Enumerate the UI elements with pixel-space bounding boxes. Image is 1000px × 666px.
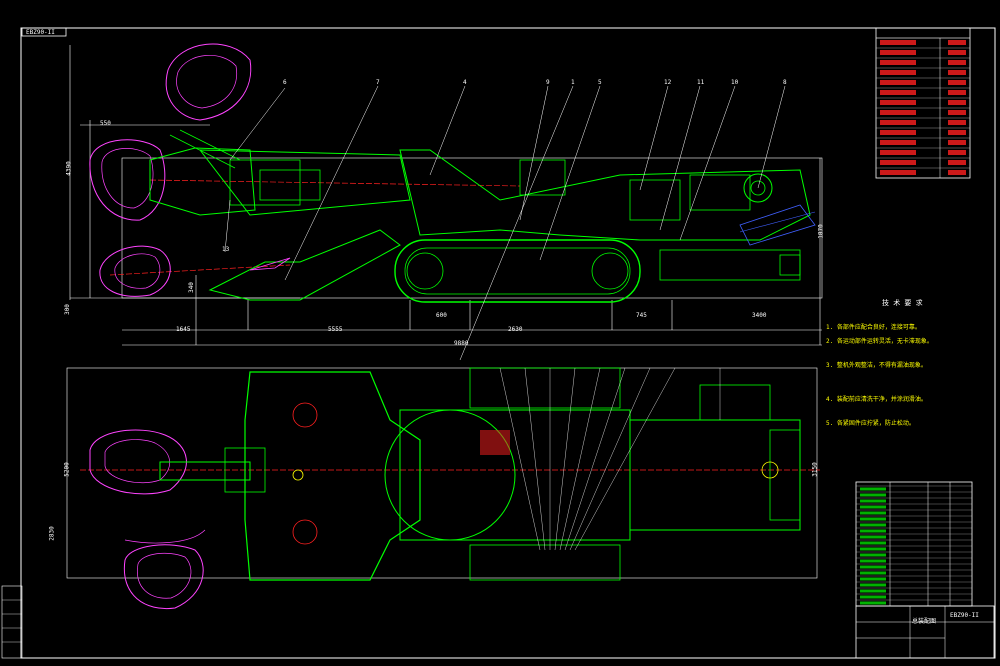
callout-13: 13 bbox=[222, 246, 230, 253]
title-block-name: EBZ90-II bbox=[950, 612, 979, 619]
dim-600: 600 bbox=[436, 312, 447, 319]
callout-6: 6 bbox=[283, 79, 287, 86]
parts-row-text bbox=[860, 541, 886, 545]
tech-note-4: 4. 装配前应清洗干净，并涂润滑油。 bbox=[826, 396, 927, 403]
dim-550: 550 bbox=[100, 120, 111, 127]
parts-row-text bbox=[860, 517, 886, 521]
parts-row-text bbox=[860, 601, 886, 605]
spec-row-value bbox=[948, 50, 966, 55]
tech-note-1: 1. 各部件应配合良好，连接可靠。 bbox=[826, 324, 921, 331]
spec-row-value bbox=[948, 70, 966, 75]
corner-tag-box bbox=[21, 27, 67, 37]
callout-10: 10 bbox=[731, 79, 739, 86]
callout-4: 4 bbox=[463, 79, 467, 86]
parts-row-text bbox=[860, 529, 886, 533]
spec-row-label bbox=[880, 160, 916, 165]
tech-note-5: 5. 各紧固件应拧紧，防止松动。 bbox=[826, 420, 915, 427]
side-view bbox=[69, 43, 823, 361]
spec-row-label bbox=[880, 120, 916, 125]
parts-row-text bbox=[860, 493, 886, 497]
drawing-border bbox=[20, 27, 996, 659]
parts-row-text bbox=[860, 511, 886, 515]
callout-5: 5 bbox=[598, 79, 602, 86]
callout-1: 1 bbox=[571, 79, 575, 86]
spec-row-label bbox=[880, 70, 916, 75]
corner-tag: EBZ90-II bbox=[26, 29, 55, 36]
dim-745: 745 bbox=[636, 312, 647, 319]
spec-row-value bbox=[948, 130, 966, 135]
spec-row-value bbox=[948, 90, 966, 95]
title-block-title: 总装配图 bbox=[912, 618, 937, 625]
parts-row-text bbox=[860, 553, 886, 557]
parts-row-text bbox=[860, 565, 886, 569]
dim-1870: 1870 bbox=[817, 224, 825, 239]
spec-row-value bbox=[948, 40, 966, 45]
spec-row-label bbox=[880, 140, 916, 145]
title-block bbox=[855, 605, 995, 659]
dim-3400: 3400 bbox=[752, 312, 767, 319]
parts-row-text bbox=[860, 571, 886, 575]
spec-row-label bbox=[880, 130, 916, 135]
parts-row-text bbox=[860, 505, 886, 509]
spec-row-label bbox=[880, 100, 916, 105]
spec-row-value bbox=[948, 110, 966, 115]
left-revision-block bbox=[1, 585, 23, 659]
parts-row-text bbox=[860, 499, 886, 503]
dim-5555: 5555 bbox=[328, 326, 343, 333]
spec-row-value bbox=[948, 100, 966, 105]
parts-row-text bbox=[860, 577, 886, 581]
dim-3150: 3150 bbox=[811, 462, 819, 477]
spec-row-label bbox=[880, 170, 916, 175]
spec-row-label bbox=[880, 60, 916, 65]
dim-2630: 2630 bbox=[508, 326, 523, 333]
dim-total: 9880 bbox=[454, 340, 469, 347]
spec-row-value bbox=[948, 120, 966, 125]
parts-row-text bbox=[860, 523, 886, 527]
parts-row-text bbox=[860, 547, 886, 551]
dim-1645: 1645 bbox=[176, 326, 191, 333]
dim-300: 300 bbox=[63, 304, 71, 315]
spec-row-label bbox=[880, 40, 916, 45]
callout-8: 8 bbox=[783, 79, 787, 86]
parts-row-text bbox=[860, 589, 886, 593]
dim-4390: 4390 bbox=[65, 161, 73, 176]
dim-5200: 5200 bbox=[63, 462, 71, 477]
spec-row-label bbox=[880, 150, 916, 155]
spec-row-label bbox=[880, 80, 916, 85]
callout-12: 12 bbox=[664, 79, 672, 86]
parts-row-text bbox=[860, 487, 886, 491]
spec-row-label bbox=[880, 110, 916, 115]
spec-row-value bbox=[948, 140, 966, 145]
dim-340: 340 bbox=[187, 282, 195, 293]
spec-row-label bbox=[880, 50, 916, 55]
spec-row-value bbox=[948, 170, 966, 175]
tech-note-2: 2. 各运动部件运转灵活，无卡滞现象。 bbox=[826, 338, 933, 345]
tech-notes-title: 技 术 要 求 bbox=[882, 299, 923, 307]
plan-view bbox=[66, 367, 820, 610]
spec-row-label bbox=[880, 90, 916, 95]
dim-2830: 2830 bbox=[48, 526, 56, 541]
callout-11: 11 bbox=[697, 79, 705, 86]
parts-row-text bbox=[860, 535, 886, 539]
spec-row-value bbox=[948, 80, 966, 85]
parts-row-text bbox=[860, 583, 886, 587]
spec-row-value bbox=[948, 150, 966, 155]
spec-row-value bbox=[948, 60, 966, 65]
tech-note-3: 3. 整机外观整洁，不得有漏油现象。 bbox=[826, 362, 927, 369]
spec-row-value bbox=[948, 160, 966, 165]
parts-row-text bbox=[860, 595, 886, 599]
parts-row-text bbox=[860, 559, 886, 563]
callout-7: 7 bbox=[376, 79, 380, 86]
callout-9: 9 bbox=[546, 79, 550, 86]
